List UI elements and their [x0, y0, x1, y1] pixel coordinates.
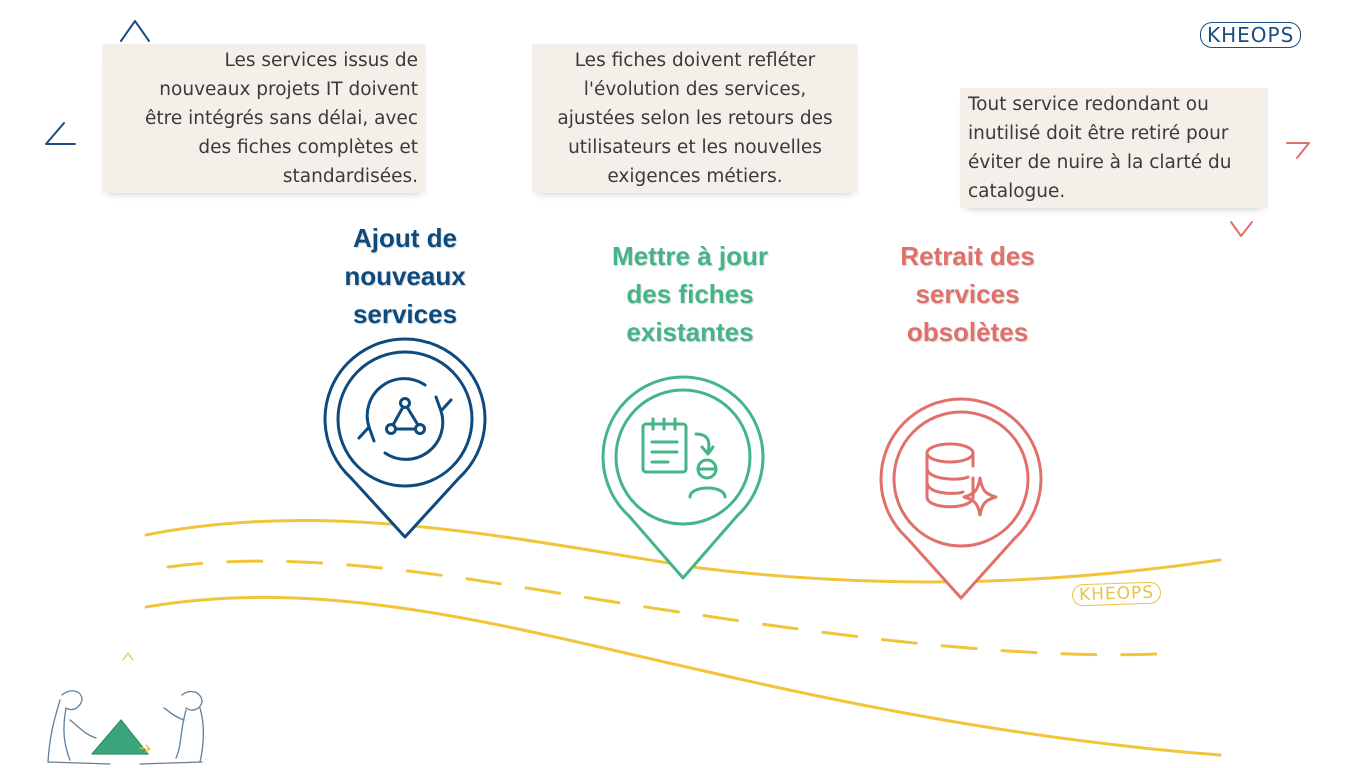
road-center-line [166, 559, 1182, 657]
database-sparkle-icon [925, 442, 998, 517]
step2-title: Mettre à jour des fiches existantes [611, 241, 769, 347]
angle-icon [1286, 142, 1310, 159]
step1-description: Les services issus de nouveaux projets I… [102, 44, 426, 193]
kheops-logo: KHEOPS [1200, 22, 1302, 48]
chevron-down-icon [1230, 221, 1253, 237]
road-top-edge [144, 518, 1222, 584]
angle-icon [45, 122, 76, 145]
location-pin-update [601, 375, 765, 580]
kheops-road-logo: KHEOPS [1071, 581, 1162, 607]
team-illustration [47, 652, 205, 765]
chevron-up-icon [120, 20, 150, 42]
step2-description: Les fiches doivent refléter l'évolution … [532, 44, 858, 193]
location-pin-remove [879, 397, 1043, 600]
road-bottom-edge [144, 595, 1222, 757]
road [144, 518, 1222, 757]
location-pin-add [323, 337, 487, 539]
step3-description: Tout service redondant ou inutilisé doit… [960, 88, 1268, 208]
step1-title: Ajout de nouveaux services [344, 223, 466, 329]
step3-title: Retrait des services obsolètes [900, 241, 1035, 347]
network-refresh-icon [357, 377, 453, 461]
pyramid-icon [91, 719, 149, 755]
document-user-update-icon [641, 417, 727, 499]
